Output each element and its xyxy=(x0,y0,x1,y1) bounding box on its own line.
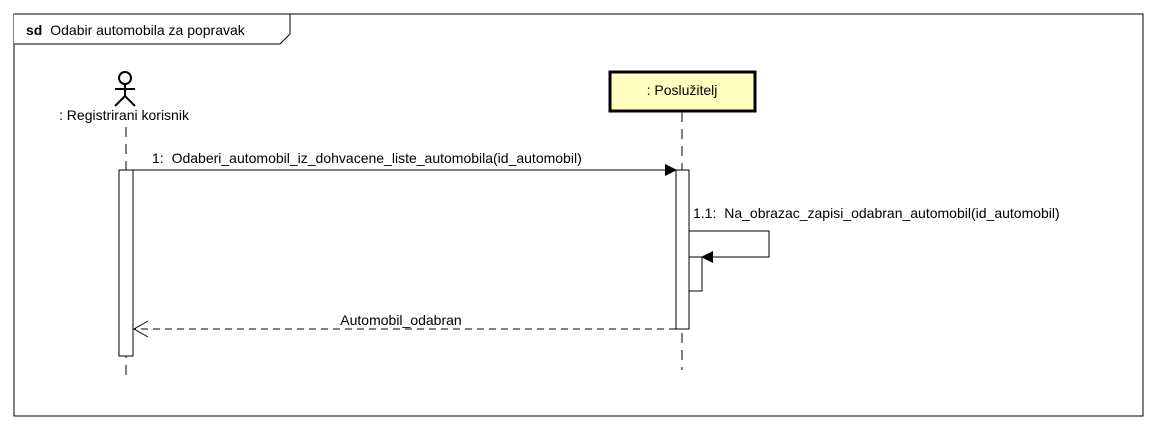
frame-title: sd Odabir automobila za popravak xyxy=(26,22,246,38)
message-1[interactable]: 1: Odaberi_automobil_iz_dohvacene_liste_… xyxy=(133,150,677,176)
actor-name: : Registrirani korisnik xyxy=(59,107,190,123)
frame-tab xyxy=(14,13,291,45)
sequence-frame: sd Odabir automobila za popravak xyxy=(13,13,1144,417)
frame-keyword: sd xyxy=(26,22,42,38)
message-number: 1.1: xyxy=(693,205,716,221)
message-label: 1.1: Na_obrazac_zapisi_odabran_automobil… xyxy=(693,205,1060,221)
reply-arrow-head xyxy=(132,320,149,338)
message-label: 1: Odaberi_automobil_iz_dohvacene_liste_… xyxy=(152,150,582,166)
message-reply[interactable]: Automobil_odabran xyxy=(132,312,676,338)
lifeline-registrirani-korisnik[interactable]: : Registrirani korisnik xyxy=(59,71,190,378)
actor-icon xyxy=(114,71,136,107)
message-1-1[interactable]: 1.1: Na_obrazac_zapisi_odabran_automobil… xyxy=(689,205,1060,263)
message-text: Na_obrazac_zapisi_odabran_automobil(id_a… xyxy=(724,205,1059,221)
self-message-arrow xyxy=(689,230,770,263)
nested-activation-bar xyxy=(688,256,703,292)
message-text: Odaberi_automobil_iz_dohvacene_liste_aut… xyxy=(172,150,582,166)
frame-border xyxy=(13,13,1144,417)
object-name: : Poslužitelj xyxy=(647,82,718,98)
activation-bar xyxy=(118,169,134,357)
lifeline-posluzitelj[interactable]: : Poslužitelj xyxy=(608,70,757,370)
message-number: 1: xyxy=(152,150,164,166)
activation-bar xyxy=(675,169,690,330)
frame-title-text: Odabir automobila za popravak xyxy=(50,22,246,38)
message-text: Automobil_odabran xyxy=(340,312,461,328)
object-box xyxy=(608,70,757,113)
